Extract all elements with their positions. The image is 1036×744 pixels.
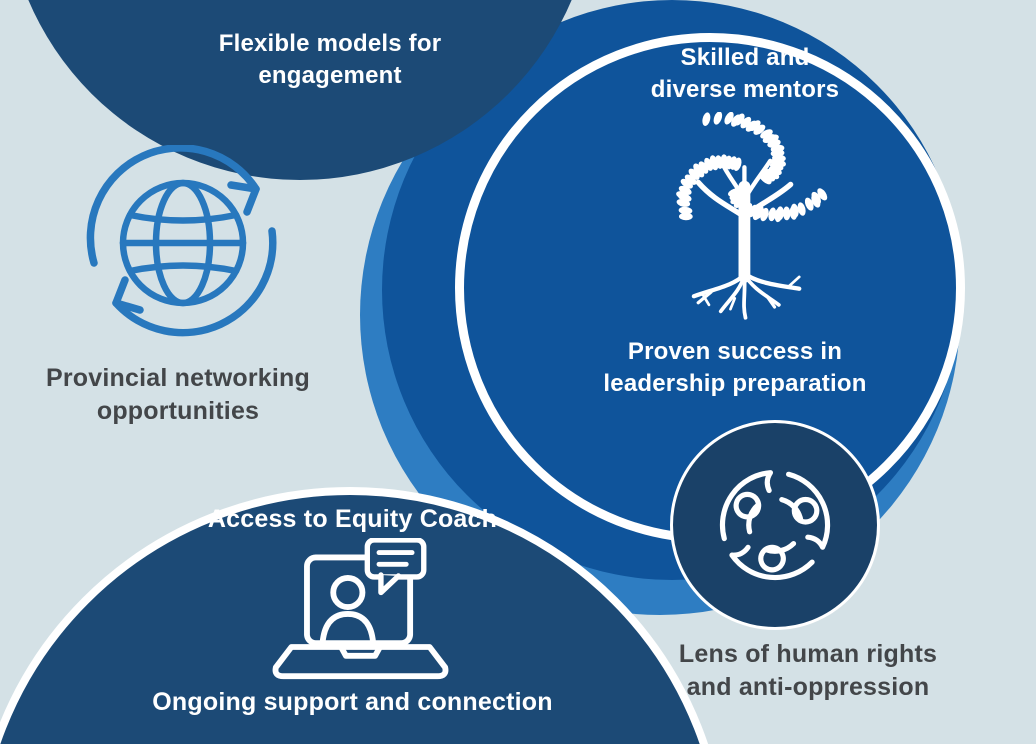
proven-success-label: Proven success in leadership preparation bbox=[603, 338, 867, 397]
globe-cycle-arrows-icon bbox=[86, 145, 277, 337]
flexible-models-label: Flexible models for engagement bbox=[218, 30, 442, 89]
equity-coach-label: Access to Equity Coach bbox=[207, 505, 498, 533]
skilled-mentors-label: Skilled and diverse mentors bbox=[650, 44, 840, 103]
people-circle-icon bbox=[719, 470, 831, 581]
equity-lens-circle bbox=[670, 420, 880, 630]
human-rights-lens-label: Lens of human rights and anti-oppression bbox=[678, 640, 938, 701]
laptop-video-chat-icon bbox=[272, 538, 449, 680]
tree-with-roots-icon bbox=[676, 112, 828, 320]
ongoing-support-label: Ongoing support and connection bbox=[152, 688, 553, 716]
provincial-networking-label: Provincial networking opportunities bbox=[46, 364, 310, 425]
